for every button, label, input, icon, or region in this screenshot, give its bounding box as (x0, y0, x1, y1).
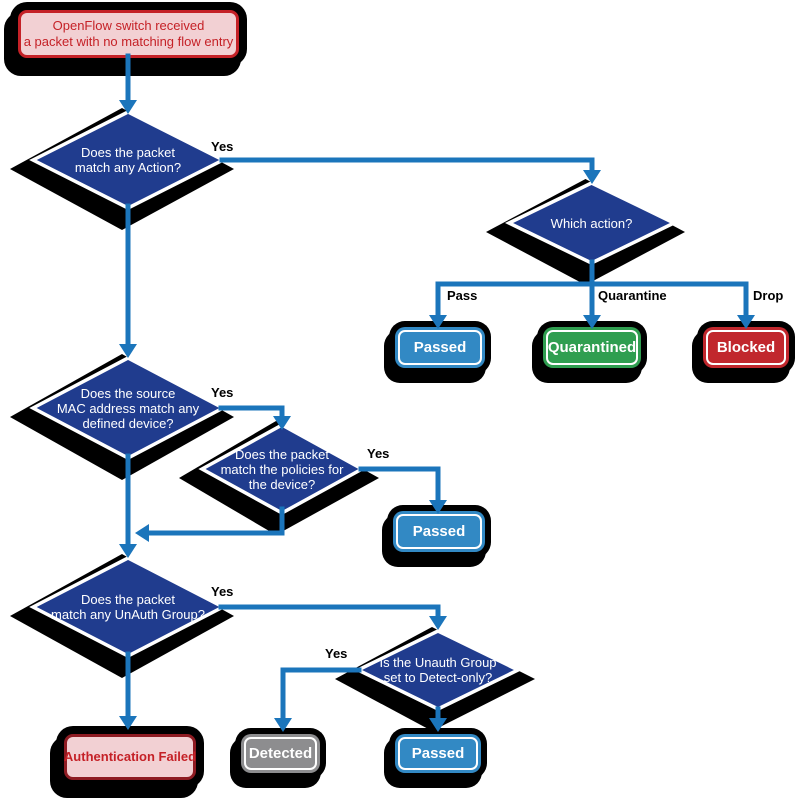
decision-unauth-group: Does the packet match any UnAuth Group? (10, 554, 234, 678)
decision-mac-match-shape (10, 354, 234, 480)
decision-unauth-group-text: Does the packet match any UnAuth Group? (51, 592, 205, 622)
edge-label-drop: Drop (753, 288, 784, 303)
decision-which-action-shape (486, 179, 685, 285)
decision-detect-only-text: Is the Unauth Group set to Detect-only? (379, 655, 497, 685)
edge-label-yes-unauth-group: Yes (211, 584, 234, 599)
decision-mac-match: Does the source MAC address match any de… (10, 354, 234, 480)
edge-label-pass: Pass (447, 288, 478, 303)
edge-label-yes-mac-match: Yes (211, 385, 234, 400)
edge-label-yes-match-action: Yes (211, 139, 234, 154)
edge-label-yes-policy-match: Yes (367, 446, 390, 461)
decision-detect-only: Is the Unauth Group set to Detect-only? (335, 627, 535, 731)
decision-detect-only-shape (335, 627, 535, 731)
terminal-passed-detect: Passed (398, 737, 478, 770)
edge-label-yes-detect-only: Yes (325, 646, 348, 661)
decision-match-action: Does the packet match any Action? (10, 108, 234, 230)
decision-mac-match-text: Does the source MAC address match any de… (56, 385, 200, 431)
terminal-detected: Detected (244, 737, 317, 770)
terminal-passed-policy: Passed (396, 514, 482, 549)
terminal-quarantined: Quarantined (546, 330, 638, 365)
start-node-line2: a packet with no matching flow entry (23, 34, 234, 49)
decision-match-action-shape (10, 108, 234, 230)
edge-label-quarantine: Quarantine (598, 288, 667, 303)
decision-match-action-text: Does the packet match any Action? (74, 145, 182, 175)
decision-which-action: Which action? (486, 179, 685, 285)
decision-which-action-text: Which action? (550, 215, 633, 231)
decision-policy-match: Does the packet match the policies for t… (179, 421, 379, 535)
terminal-passed-action: Passed (398, 330, 482, 365)
start-node-line1: OpenFlow switch received (52, 18, 205, 33)
decision-policy-match-text: Does the packet match the policies for t… (220, 446, 344, 492)
decision-unauth-group-shape (10, 554, 234, 678)
terminal-authentication-failed: Authentication Failed (64, 734, 196, 780)
terminal-blocked: Blocked (706, 330, 786, 365)
start-node: OpenFlow switch received a packet with n… (18, 10, 239, 58)
